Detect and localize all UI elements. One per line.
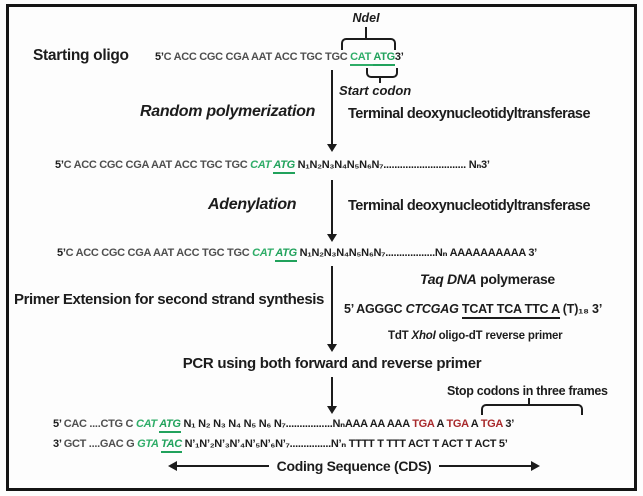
random-polymerization-label: Random polymerization [140,103,316,120]
flow-arrow-4 [331,377,333,406]
cds-arrow: Coding Sequence (CDS) [168,458,540,474]
cds-arrow-line-right [439,465,531,467]
cds-arrow-line-left [177,465,269,467]
tdt-enzyme-label-2: Terminal deoxynucleotidyltransferase [348,198,591,214]
flow-arrow-1 [331,70,333,144]
product-bottom-strand: 3’ GCT ....GAC G GTA TAC N’₁N’₂N’₃N’₄N’₅… [53,437,508,453]
tdt-enzyme-label-1: Terminal deoxynucleotidyltransferase [348,106,591,122]
primer-extension-label: Primer Extension for second strand synth… [14,291,324,308]
start-codon-bracket [366,68,398,78]
cds-label: Coding Sequence (CDS) [276,458,432,474]
ndei-label: NdeI [352,11,380,25]
ndei-bracket [341,38,396,50]
cds-arrowhead-right [531,461,540,471]
starting-oligo-sequence: 5’C ACC CGC CGA AAT ACC TGC TGC CAT ATG3… [155,51,404,66]
flow-arrow-3 [331,266,333,344]
figure-border [6,4,637,491]
adenylation-label: Adenylation [208,196,297,213]
reverse-primer-caption: TdT XhoI oligo-dT reverse primer [388,330,563,342]
taq-polymerase-label: Taq DNA polymerase [420,271,555,287]
reverse-primer-sequence: 5’ AGGGC CTCGAG TCAT TCA TTC A (T)₁₈ 3’ [344,302,602,319]
stop-codons-label: Stop codons in three frames [447,384,608,398]
cds-arrowhead-left [168,461,177,471]
flow-arrow-2 [331,180,333,234]
adenylated-sequence: 5’C ACC CGC CGA AAT ACC TGC TGC CAT ATG … [57,246,537,262]
start-codon-stem [379,76,381,83]
stop-codons-stem [528,398,530,404]
stop-codons-bracket [481,404,583,415]
product-top-strand: 5’ CAC ....CTG C CAT ATG N₁ N₂ N₃ N₄ N₅ … [53,417,514,433]
pcr-step-label: PCR using both forward and reverse prime… [182,355,482,372]
random-polymerized-sequence: 5’C ACC CGC CGA AAT ACC TGC TGC CAT ATG … [55,158,490,174]
starting-oligo-label: Starting oligo [33,47,129,64]
start-codon-label: Start codon [339,83,412,98]
ndei-stem [365,27,367,38]
